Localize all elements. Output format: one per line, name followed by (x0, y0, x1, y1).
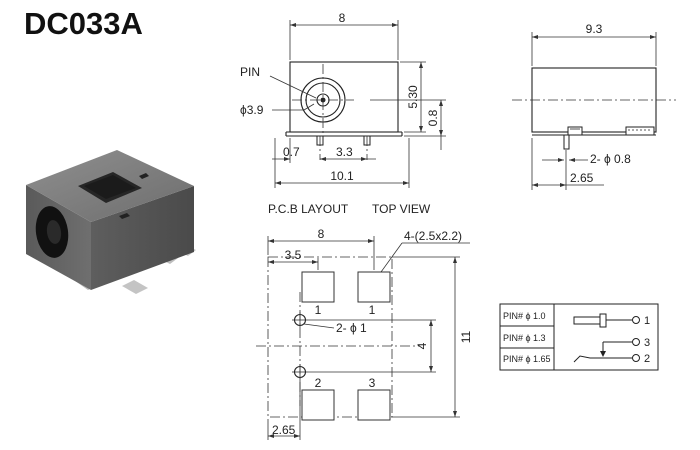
pcb-pad-1b (357, 271, 391, 303)
pin-table-row-label: PIN# ϕ 1.0 (503, 311, 546, 321)
side-view (512, 32, 676, 190)
pin-table-pin-number: 2 (644, 353, 650, 365)
pcb-pad-offset-dim: 3.5 (285, 248, 302, 262)
pcb-layout-view (256, 236, 470, 440)
pcb-pad-3 (357, 389, 391, 421)
pad-number: 3 (369, 376, 376, 390)
hole-diameter-label: 2- ϕ 1 (336, 321, 367, 335)
pcb-pad-2 (301, 389, 335, 421)
pcb-layout-heading: P.C.B LAYOUT (268, 202, 349, 216)
pcb-bottom-offset-dim: 2.65 (272, 423, 296, 437)
foot-offset-dim: 0.7 (283, 145, 300, 159)
side-length-dim: 9.3 (586, 22, 603, 36)
hole-diameter-dim: ϕ3.9 (240, 103, 264, 117)
front-width-dim: 8 (339, 11, 346, 25)
front-pin-offset-dim: 0.8 (426, 109, 440, 126)
front-height-dim: 5.30 (406, 85, 420, 109)
front-depth-dim: 10.1 (330, 169, 354, 183)
pcb-outer-height-dim: 11 (459, 330, 473, 343)
part-number-title: DC033A (24, 6, 143, 41)
pcb-width-dim: 8 (318, 227, 325, 241)
pad-number: 1 (369, 303, 376, 317)
pin-table (499, 303, 659, 371)
product-photo (26, 150, 196, 294)
pad-size-dim: 4-(2.5x2.2) (404, 229, 462, 243)
pin-label: PIN (240, 65, 260, 79)
pin-table-pin-number: 3 (644, 337, 650, 349)
pcb-pad-1a (301, 271, 335, 303)
pin-table-row-label: PIN# ϕ 1.65 (503, 354, 551, 364)
pin-table-row-label: PIN# ϕ 1.3 (503, 333, 546, 343)
pin-table-pin-number: 1 (644, 315, 650, 327)
side-pin-diameter-dim: 2- ϕ 0.8 (590, 152, 631, 166)
top-view-label: TOP VIEW (372, 202, 431, 216)
pad-number: 2 (315, 376, 322, 390)
pcb-inner-height-dim: 4 (415, 342, 429, 349)
pin-spacing-dim: 3.3 (336, 145, 353, 159)
side-pin-offset-dim: 2.65 (570, 171, 594, 185)
front-view (269, 20, 446, 188)
pad-number: 1 (315, 303, 322, 317)
